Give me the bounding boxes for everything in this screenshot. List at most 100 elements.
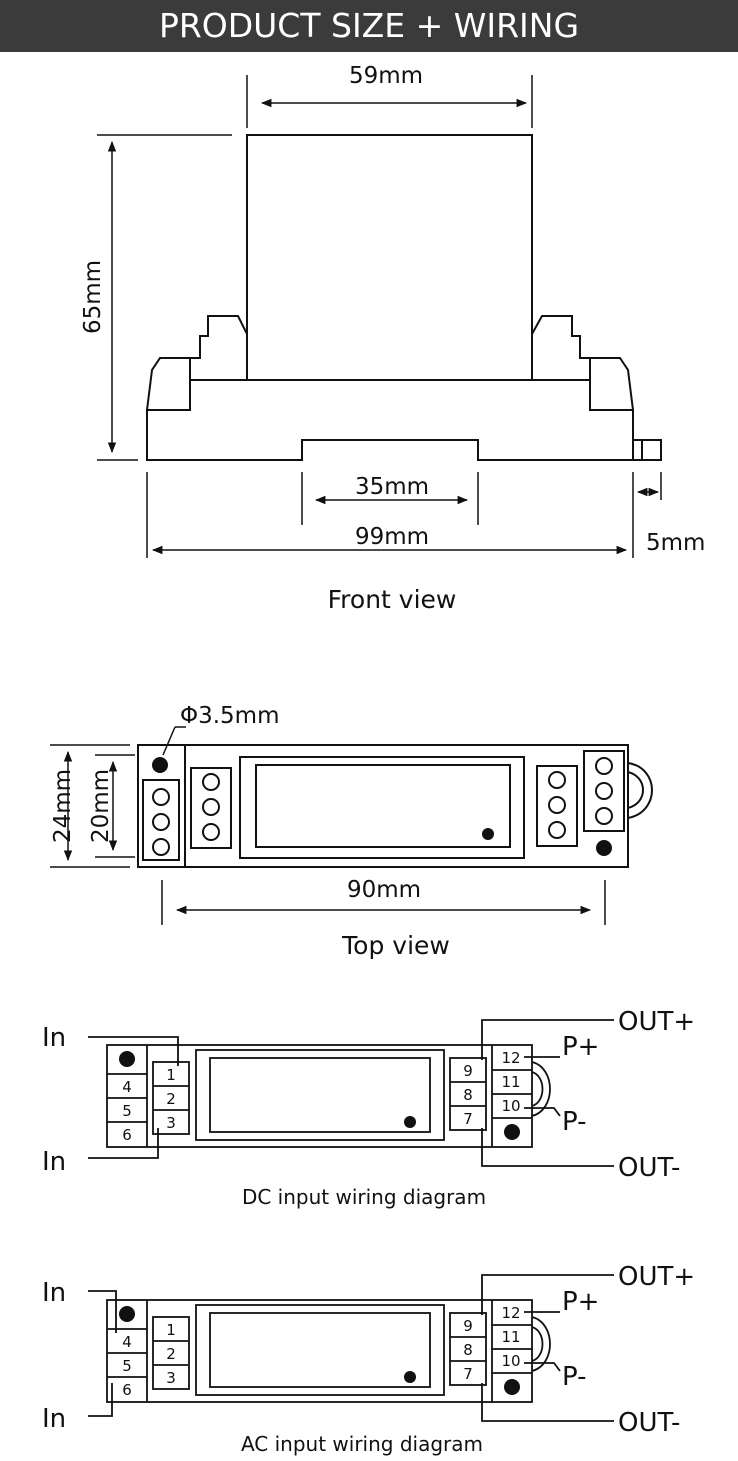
front-dim-tab: 5mm — [646, 530, 705, 556]
ac-terminal-5: 5 — [122, 1357, 132, 1375]
top-dim-hole: Φ3.5mm — [180, 703, 280, 729]
ac-left-inner-block — [152, 1316, 190, 1390]
ac-terminal-2: 2 — [166, 1345, 176, 1363]
ac-label-in-bottom: In — [42, 1404, 66, 1434]
top-mount-hole-left — [152, 757, 168, 773]
front-view — [97, 75, 662, 558]
front-dim-width: 59mm — [349, 63, 423, 89]
top-body — [137, 744, 629, 868]
top-right-terminal-block — [583, 750, 625, 832]
top-left-terminal-block — [142, 779, 180, 861]
dc-hook — [531, 1061, 551, 1117]
top-right-inner-block — [536, 765, 578, 847]
ac-display-window — [209, 1312, 431, 1388]
top-hook — [627, 762, 653, 819]
ac-terminal-12: 12 — [501, 1304, 520, 1322]
dc-wire-out-minus — [481, 1128, 614, 1167]
front-dim-total: 99mm — [355, 524, 429, 550]
dc-terminal-11: 11 — [501, 1073, 520, 1091]
front-dim-foot: 35mm — [355, 474, 429, 500]
dc-display-window — [209, 1057, 431, 1133]
dc-terminal-4: 4 — [122, 1078, 132, 1096]
ac-terminal-11: 11 — [501, 1328, 520, 1346]
ac-mount-hole-left — [119, 1306, 135, 1322]
dc-label-out-plus: OUT+ — [618, 1007, 695, 1037]
top-display-window — [255, 764, 511, 848]
ac-terminal-6: 6 — [122, 1381, 132, 1399]
front-side-tab — [632, 439, 662, 461]
page-title: PRODUCT SIZE + WIRING — [158, 6, 580, 45]
top-dim-inner-height: 20mm — [88, 769, 114, 843]
ac-wire-in-top — [88, 1290, 117, 1333]
ac-right-inner-block — [449, 1312, 487, 1386]
ac-wiring-diagram: 4 5 6 1 2 3 9 8 7 12 11 10 In In OUT+ OU… — [42, 1262, 695, 1456]
ac-hook — [531, 1316, 551, 1372]
top-dim-length: 90mm — [347, 877, 421, 903]
dc-terminal-6: 6 — [122, 1126, 132, 1144]
ac-terminal-7: 7 — [463, 1365, 473, 1383]
dc-wire-in-top — [88, 1036, 179, 1066]
dc-display-dot — [404, 1116, 416, 1128]
ac-terminal-4: 4 — [122, 1333, 132, 1351]
header-bar: PRODUCT SIZE + WIRING — [0, 0, 738, 52]
top-left-inner-block — [190, 767, 232, 849]
ac-wire-out-plus — [481, 1274, 614, 1315]
ac-wire-out-minus — [481, 1383, 614, 1422]
ac-wire-in-bottom — [88, 1383, 113, 1417]
dc-terminal-10: 10 — [501, 1097, 520, 1115]
front-view-caption: Front view — [328, 585, 457, 614]
dc-label-in-bottom: In — [42, 1147, 66, 1177]
dc-label-p-plus: P+ — [562, 1032, 599, 1062]
ac-terminal-3: 3 — [166, 1369, 176, 1387]
front-right-clip — [589, 357, 634, 411]
dc-wire-p-minus — [524, 1107, 561, 1117]
dc-body — [106, 1044, 533, 1148]
ac-display-dot — [404, 1371, 416, 1383]
ac-terminal-9: 9 — [463, 1317, 473, 1335]
ac-label-p-plus: P+ — [562, 1287, 599, 1317]
dc-label-in-top: In — [42, 1023, 66, 1053]
dc-right-inner-block — [449, 1057, 487, 1131]
ac-terminal-10: 10 — [501, 1352, 520, 1370]
top-dim-outer-height: 24mm — [50, 769, 76, 843]
dc-terminal-8: 8 — [463, 1086, 473, 1104]
ac-label-out-minus: OUT- — [618, 1408, 680, 1438]
dc-terminal-9: 9 — [463, 1062, 473, 1080]
ac-terminal-8: 8 — [463, 1341, 473, 1359]
top-display-frame — [239, 756, 525, 859]
dc-mount-hole-left — [119, 1051, 135, 1067]
dc-terminal-12: 12 — [501, 1049, 520, 1067]
dc-terminal-3: 3 — [166, 1114, 176, 1132]
ac-body — [106, 1299, 533, 1403]
dc-wiring-diagram: 4 5 6 1 2 3 9 8 7 12 11 10 In In OUT+ OU… — [42, 1007, 695, 1209]
dc-label-p-minus: P- — [562, 1107, 587, 1137]
dc-terminal-1: 1 — [166, 1066, 176, 1084]
top-view — [50, 726, 653, 925]
front-left-clip — [146, 357, 191, 411]
ac-caption: AC input wiring diagram — [241, 1432, 483, 1456]
front-housing-top — [246, 134, 533, 381]
dc-wire-in-bottom — [88, 1128, 159, 1159]
front-dim-height: 65mm — [80, 260, 106, 334]
dc-terminal-2: 2 — [166, 1090, 176, 1108]
dc-mount-hole-right — [504, 1124, 520, 1140]
ac-terminal-1: 1 — [166, 1321, 176, 1339]
top-mount-hole-right — [596, 840, 612, 856]
ac-label-p-minus: P- — [562, 1362, 587, 1392]
dc-terminal-7: 7 — [463, 1110, 473, 1128]
ac-wire-p-minus — [524, 1362, 561, 1372]
dc-display-frame — [195, 1049, 445, 1141]
ac-label-out-plus: OUT+ — [618, 1262, 695, 1292]
top-display-dot — [482, 828, 494, 840]
top-view-caption: Top view — [341, 931, 450, 960]
front-base — [146, 379, 634, 461]
dc-terminal-5: 5 — [122, 1102, 132, 1120]
dc-label-out-minus: OUT- — [618, 1153, 680, 1183]
dc-wire-out-plus — [481, 1019, 614, 1060]
ac-mount-hole-right — [504, 1379, 520, 1395]
ac-label-in-top: In — [42, 1278, 66, 1308]
ac-display-frame — [195, 1304, 445, 1396]
dc-left-inner-block — [152, 1061, 190, 1135]
